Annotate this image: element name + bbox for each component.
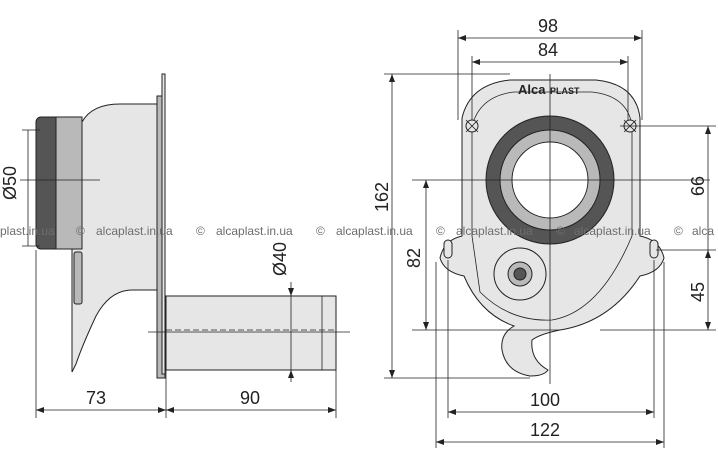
dim-inlet-offset: 66 [688, 176, 708, 196]
dim-hole-spacing: 84 [538, 40, 558, 60]
watermark-partial-left: plast.in.ua [0, 224, 55, 238]
dim-mount-spacing: 100 [530, 390, 560, 410]
watermark-text: alcaplast.in.ua [96, 224, 173, 238]
watermark-text: alcaplast.in.ua [336, 224, 413, 238]
siphon-housing [71, 103, 158, 373]
watermark-symbol: © [76, 224, 85, 238]
dim-total-width: 122 [530, 420, 560, 440]
mount-slot-left [443, 239, 453, 259]
front-view: Alca PLAST 98 84 162 82 [372, 16, 716, 448]
outlet-pipe [165, 295, 337, 371]
watermark-symbol: © [196, 224, 205, 238]
watermark-text: alcaplast.in.ua [456, 224, 533, 238]
dim-height: 162 [372, 182, 392, 212]
dim-outlet-offset: 82 [404, 248, 424, 268]
mount-slot-right [649, 239, 659, 259]
watermark-symbol: © [674, 224, 683, 238]
dim-outlet-length: 90 [240, 388, 260, 408]
watermark-symbol: © [436, 224, 445, 238]
dim-flange-width: 98 [538, 16, 558, 36]
brand-logo-text: Alca [518, 82, 546, 97]
watermark-text: alcaplast.in.ua [216, 224, 293, 238]
side-view: Ø50 Ø40 73 90 [0, 73, 350, 418]
watermark-symbol: © [316, 224, 325, 238]
dim-outer-diameter: Ø50 [0, 166, 20, 200]
watermark-row: plast.in.ua © alcaplast.in.ua © alcaplas… [0, 224, 714, 238]
watermark-partial-right: alca [692, 224, 714, 238]
watermark-text: alcaplast.in.ua [574, 224, 651, 238]
dim-lower-offset: 45 [688, 282, 708, 302]
dim-depth: 73 [86, 388, 106, 408]
dim-outlet-diameter: Ø40 [270, 242, 290, 276]
watermark-symbol: © [556, 224, 565, 238]
brand-logo-text-small: PLAST [550, 86, 580, 96]
